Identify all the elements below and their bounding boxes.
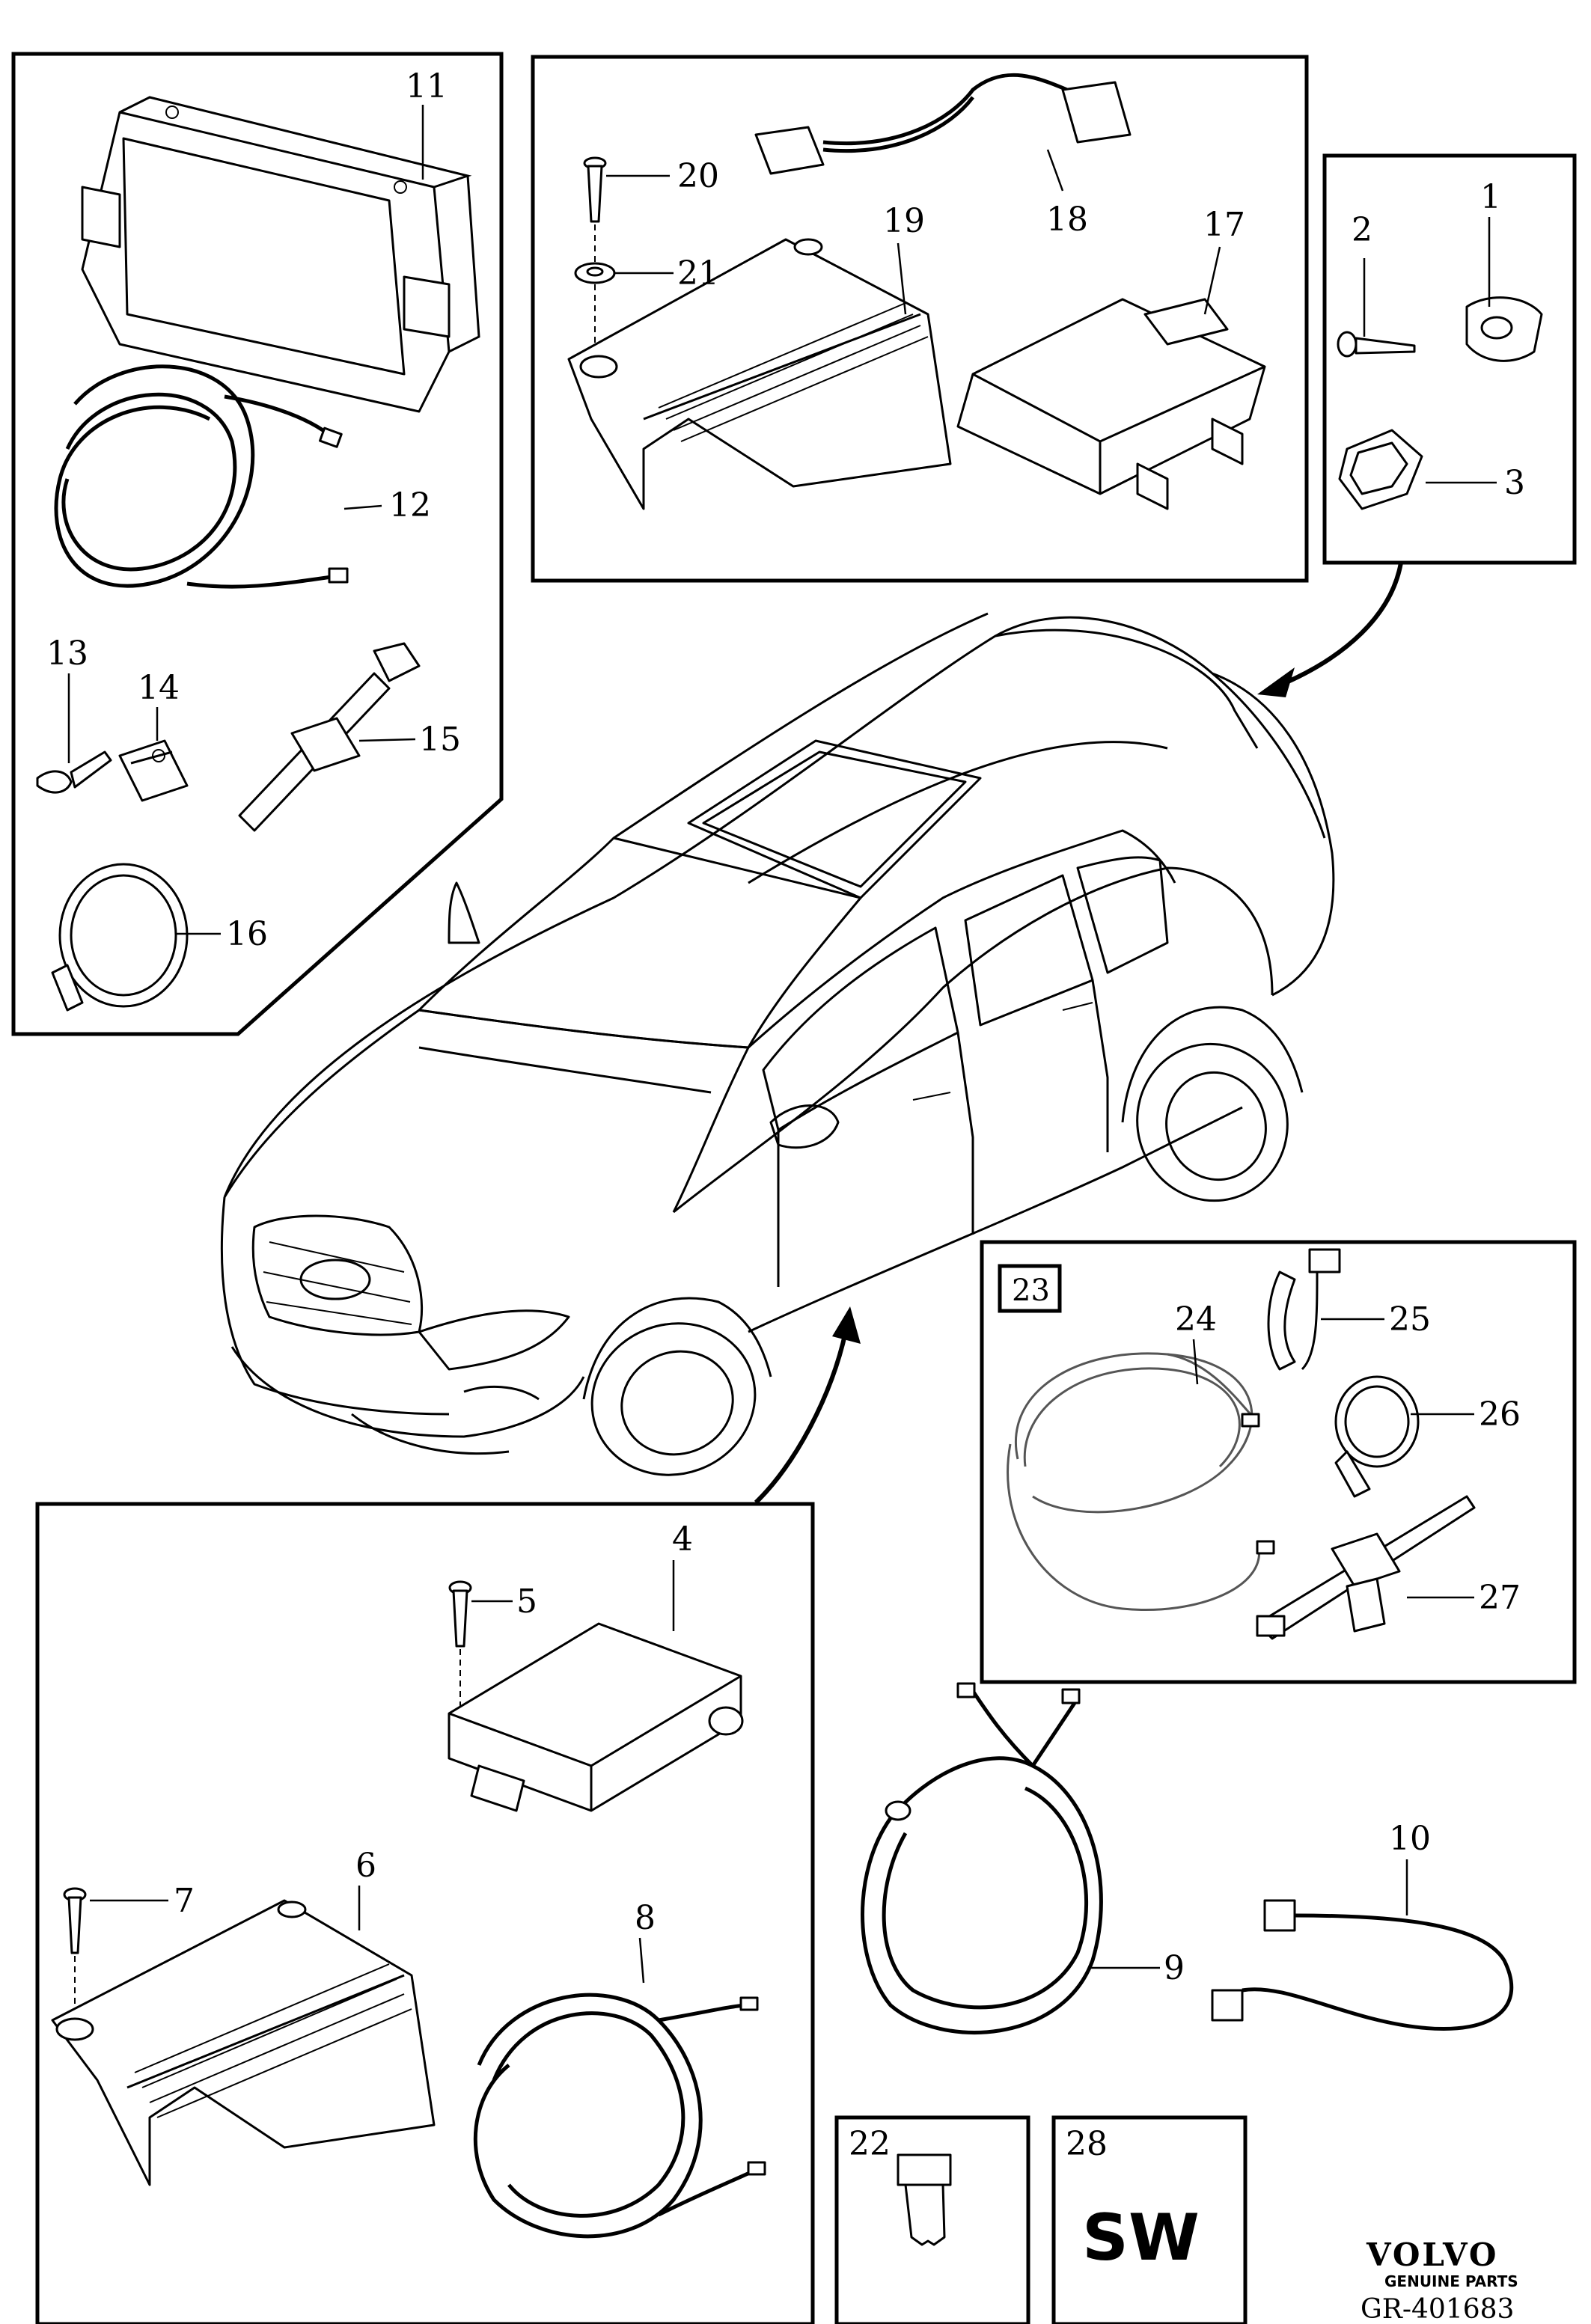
callout-9: 9 [1164,1949,1185,1987]
callout-26: 26 [1479,1395,1521,1434]
callout-22: 22 [849,2125,891,2163]
callout-6: 6 [355,1847,376,1885]
kit-label-box [998,1264,1062,1313]
callout-7: 7 [174,1882,195,1920]
harness-part-18 [754,73,1132,175]
frame-top-middle [531,55,1309,583]
cable-tie-part-15 [238,642,421,832]
callout-4: 4 [672,1520,693,1559]
callout-28: 28 [1066,2125,1108,2163]
screw-part-2 [1337,331,1416,358]
drawing-code: GR-401683 [1361,2294,1514,2324]
module-part-4 [448,1622,744,1812]
frame-software [1051,2115,1248,2324]
control-module-part-17 [956,298,1266,510]
camera-part-1 [1465,296,1543,362]
callout-17: 17 [1203,206,1245,244]
bracket-part-6 [51,1899,436,2186]
bolt-part-7 [63,1887,87,1954]
callout-19: 19 [883,202,925,240]
callout-2: 2 [1352,211,1372,249]
screw-part-13 [36,750,112,794]
bracket-part-19 [567,238,952,510]
frame-fuse [834,2115,1030,2324]
cable-tie-part-25 [1267,1248,1341,1371]
callout-25: 25 [1389,1300,1431,1339]
cable-part-12 [54,364,349,589]
callout-1: 1 [1480,178,1501,216]
callout-21: 21 [677,254,719,293]
strap-part-16 [51,863,189,1012]
callout-18: 18 [1046,201,1088,239]
arrow-to-rear [1257,562,1403,697]
frame-part-3 [1338,429,1423,510]
callout-14: 14 [138,669,180,707]
frame-top-left [11,52,504,1036]
arrow-to-sill [754,1306,861,1505]
harness-part-9 [861,1682,1103,2034]
washer-part-21 [574,262,616,284]
brand-tagline: GENUINE PARTS [1384,2272,1518,2290]
bolt-part-20 [583,156,607,223]
display-unit-part-11 [81,96,480,413]
callout-23: 23 [1012,1273,1050,1308]
callout-10: 10 [1389,1820,1431,1858]
cable-part-8 [473,1993,766,2239]
callout-27: 27 [1479,1579,1521,1617]
bolt-part-5 [448,1580,472,1648]
callout-15: 15 [419,721,461,759]
callout-13: 13 [46,634,88,673]
fuse-part-22 [897,2153,952,2246]
callout-12: 12 [389,486,431,525]
vehicle-outline [220,612,1335,1476]
callout-20: 20 [677,157,719,195]
callout-11: 11 [406,67,448,106]
callout-8: 8 [635,1899,656,1937]
callout-5: 5 [516,1583,537,1621]
harness-part-10 [1211,1899,1514,2031]
frame-top-right [1322,153,1577,565]
callout-24: 24 [1175,1300,1217,1339]
brand-name: VOLVO [1366,2236,1498,2273]
cable-holder-part-27 [1256,1495,1476,1640]
software-label: SW [1082,2201,1200,2275]
frame-bottom-left [35,1502,815,2324]
callout-16: 16 [226,915,268,953]
strap-part-26 [1334,1375,1420,1498]
callout-3: 3 [1504,464,1525,502]
frame-middle-right [980,1240,1577,1684]
cable-part-24 [1007,1352,1275,1612]
leader-lines [67,105,1497,1984]
clip-part-14 [118,739,189,802]
